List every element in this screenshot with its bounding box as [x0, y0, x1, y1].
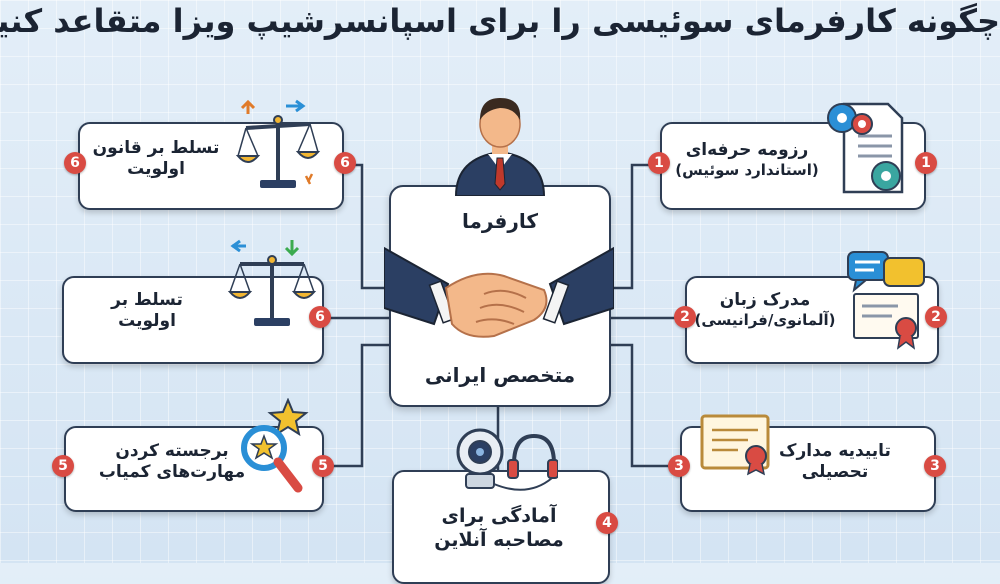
- employer-label: کارفرما: [461, 209, 539, 233]
- webcam-headset-icon: [456, 428, 558, 491]
- step-sublabel: تحصیلی: [801, 462, 869, 483]
- step-badge-3-outer: 3: [924, 455, 946, 477]
- scale-icon: [227, 239, 317, 326]
- step-5-label: برجسته کردن مهارت‌های کمیاب: [92, 441, 252, 484]
- step-label: تسلط بر قانون: [92, 138, 220, 158]
- scale-arrows-icon: [235, 99, 321, 188]
- document-gears-icon: [827, 102, 904, 194]
- step-badge-6-law: 6: [334, 152, 356, 174]
- step-label: تسلط بر: [111, 290, 183, 310]
- step-badge-2-outer: 2: [925, 306, 947, 328]
- step-label: آمادگی برای: [441, 505, 557, 527]
- step-badge-1-outer: 1: [915, 152, 937, 174]
- employer-avatar-icon: [454, 98, 546, 196]
- step-badge-6: 6: [309, 306, 331, 328]
- step-label: تاییدیه مدارک: [779, 441, 891, 461]
- step-sublabel: مهارت‌های کمیاب: [98, 462, 246, 483]
- step-sublabel: اولویت: [118, 311, 176, 332]
- step-badge-4: 4: [596, 512, 618, 534]
- diploma-icon: [700, 414, 770, 476]
- step-6-label: تسلط بر اولویت: [92, 290, 202, 333]
- step-badge-5-outer: 5: [52, 455, 74, 477]
- magnifier-star-icon: [241, 398, 309, 493]
- step-badge-1: 1: [648, 152, 670, 174]
- page-title: چگونه کارفرمای سوئیسی را برای اسپانسرشیپ…: [0, 2, 1000, 40]
- step-badge-2: 2: [674, 306, 696, 328]
- step-sublabel: (آلمانوی/فرانیسی): [694, 311, 836, 330]
- iranian-specialist-label: متخصص ایرانی: [424, 363, 576, 387]
- step-label: برجسته کردن: [115, 441, 229, 461]
- step-3-label: تاییدیه مدارک تحصیلی: [760, 441, 910, 484]
- step-4-label: آمادگی برای مصاحبه آنلاین: [400, 505, 598, 553]
- step-label: رزومه حرفه‌ای: [685, 140, 809, 160]
- step-badge-6-law-inner: 6: [64, 152, 86, 174]
- step-card-6-law: [78, 122, 344, 210]
- handshake-icon: [384, 246, 614, 338]
- step-sublabel: اولویت: [127, 159, 185, 180]
- step-sublabel: (استاندارد سوئیس): [675, 161, 819, 180]
- step-sublabel: مصاحبه آنلاین: [434, 528, 564, 551]
- step-label: مدرک زبان: [719, 290, 811, 310]
- step-1-label: رزومه حرفه‌ای (استاندارد سوئیس): [672, 140, 822, 180]
- step-2-label: مدرک زبان (آلمانوی/فرانیسی): [690, 290, 840, 330]
- certificate-chat-icon: [847, 251, 925, 350]
- step-badge-5: 5: [312, 455, 334, 477]
- step-badge-3: 3: [668, 455, 690, 477]
- step-6-law-label: تسلط بر قانون اولویت: [86, 138, 226, 181]
